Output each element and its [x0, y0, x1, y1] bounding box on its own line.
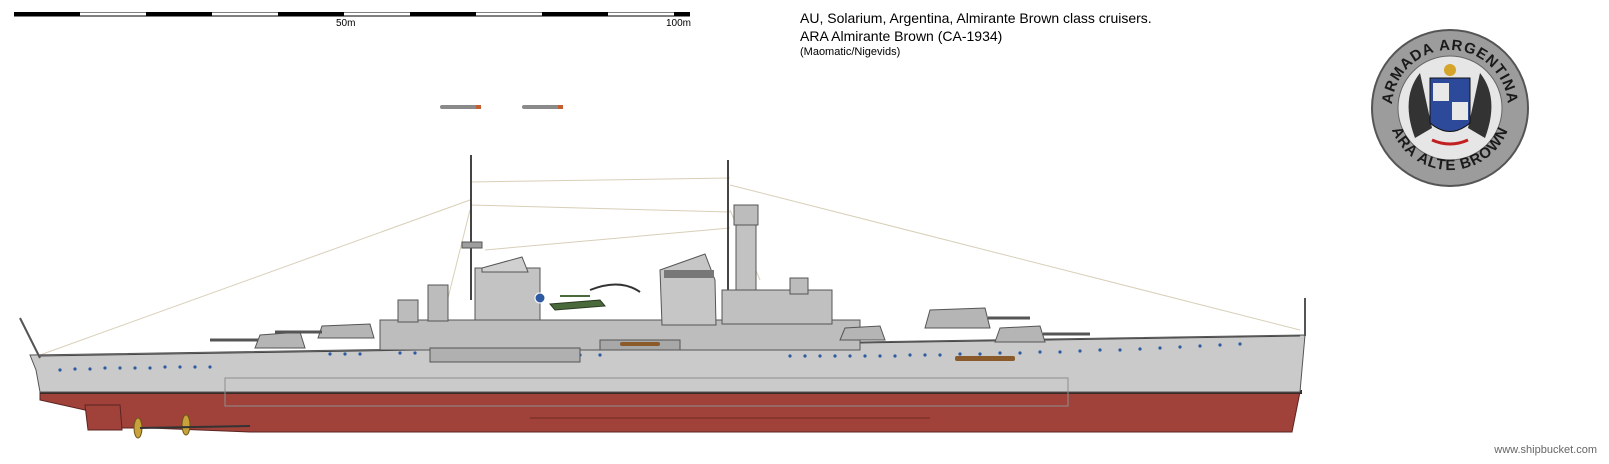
credit-line: (Maomatic/Nigevids): [800, 46, 901, 58]
scale-bar: [14, 12, 690, 17]
propeller-icon: [133, 414, 191, 439]
foremast: [397, 155, 541, 323]
eagle-wing-icon: [1468, 73, 1492, 138]
forward-gun-turret: [210, 331, 306, 349]
scale-label-50m: 50m: [336, 18, 356, 29]
rudder: [84, 404, 123, 431]
mainmast: [721, 160, 833, 325]
funnel: [659, 253, 717, 326]
aft-gun-turret-superfiring: [924, 307, 1030, 329]
ship-boat: [955, 356, 1015, 361]
ship-crest-emblem: ARMADA ARGENTINA ARA ALTE BROWN: [1371, 29, 1529, 187]
ship-boat: [620, 342, 660, 346]
watermark: www.shipbucket.com: [1494, 444, 1597, 456]
secondary-gun-mount: [839, 325, 886, 341]
seaplane-icon: [534, 292, 607, 311]
forward-gun-turret-superfiring: [275, 323, 375, 339]
torpedo-icon: [522, 105, 563, 109]
torpedo-icon: [440, 105, 481, 109]
aft-gun-turret: [994, 325, 1090, 343]
title-line-1: AU, Solarium, Argentina, Almirante Brown…: [800, 10, 1152, 26]
ship-profile-drawing: [19, 105, 1306, 439]
aircraft-crane: [589, 283, 641, 293]
title-line-2: ARA Almirante Brown (CA-1934): [800, 28, 1003, 44]
scale-label-100m: 100m: [666, 18, 692, 29]
eagle-wing-icon: [1408, 73, 1432, 138]
